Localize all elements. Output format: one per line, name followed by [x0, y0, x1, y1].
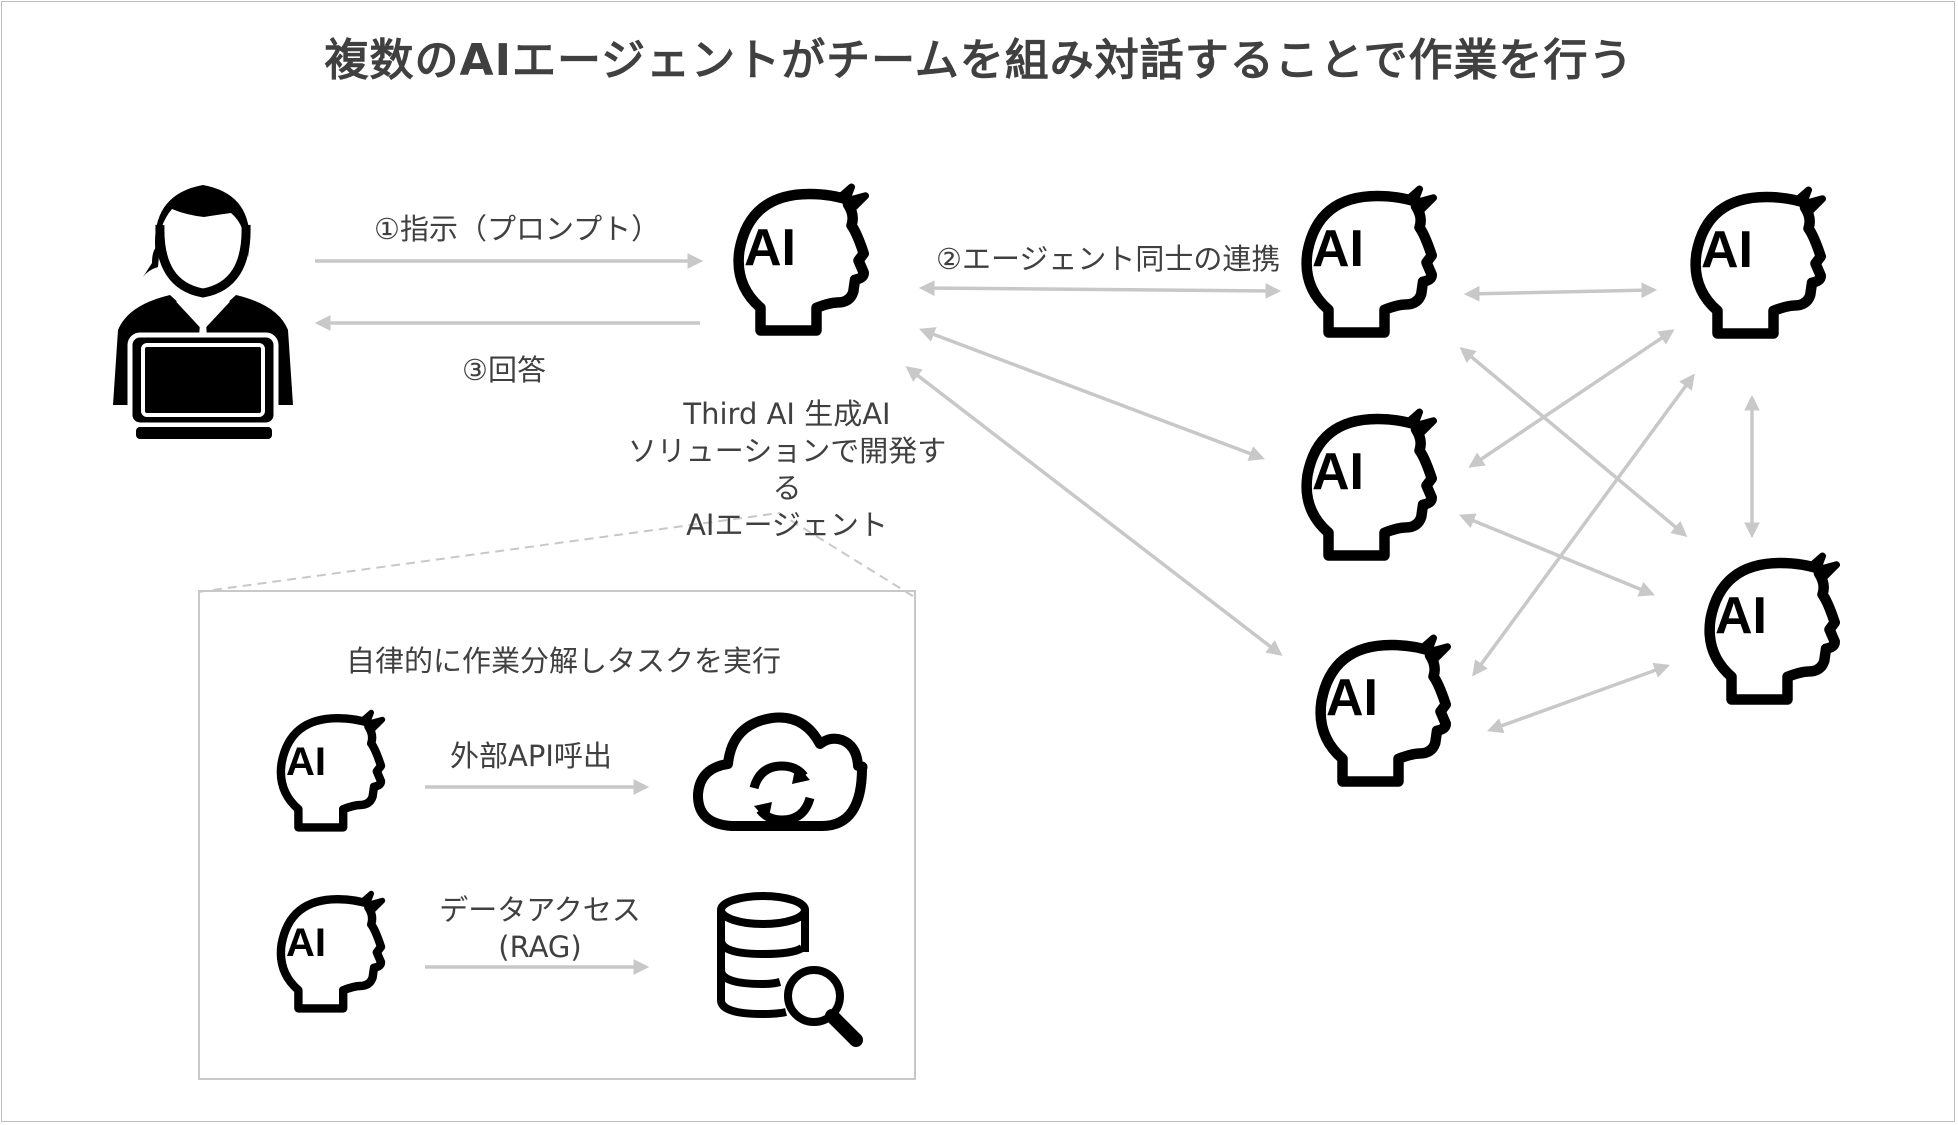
detail-heading: 自律的に作業分解しタスクを実行 — [346, 644, 782, 678]
arrows — [197, 253, 1760, 975]
answer-label: ③回答 — [462, 353, 546, 387]
ai-head-icon: AI — [1307, 412, 1434, 556]
ai-head-icon: AI — [1710, 556, 1837, 700]
api-call-label: 外部API呼出 — [450, 739, 612, 773]
collaboration-label: ②エージェント同士の連携 — [936, 242, 1281, 276]
svg-text:AI: AI — [1701, 221, 1753, 279]
svg-text:AI: AI — [286, 740, 326, 784]
svg-text:AI: AI — [1312, 443, 1364, 501]
data-access-line: (RAG) — [498, 930, 582, 964]
database-search-icon — [717, 892, 863, 1047]
description-line: ソリューションで開発する — [627, 434, 947, 505]
link-a3-a4 — [1472, 373, 1695, 677]
ai-head-icon: AI — [281, 894, 383, 1009]
description-line: AIエージェント — [686, 508, 888, 542]
svg-text:AI: AI — [744, 219, 796, 277]
link-a2-a5 — [1459, 513, 1655, 597]
ai-head-icon: AI — [1307, 189, 1434, 333]
svg-text:AI: AI — [286, 921, 326, 965]
ai-head-icon: AI — [281, 713, 383, 828]
description-line: Third AI 生成AI — [683, 397, 891, 431]
person-with-laptop-icon — [113, 185, 293, 439]
zoom-callout-line — [197, 511, 917, 599]
link-a1-a4 — [1463, 282, 1658, 302]
svg-text:AI: AI — [1326, 669, 1378, 727]
slide-title: 複数のAIエージェントがチームを組み対話することで作業を行う — [324, 35, 1634, 86]
main-agent-description: Third AI 生成AI ソリューションで開発する AIエージェント — [622, 396, 952, 544]
link-main-a2 — [919, 327, 1265, 461]
link-a1-a5 — [1459, 346, 1688, 538]
link-main-a1 — [918, 280, 1282, 299]
cloud-sync-icon — [693, 712, 868, 831]
ai-head-icon: AI — [1696, 190, 1823, 334]
data-access-label: データアクセス (RAG) — [420, 892, 660, 966]
instruction-label: ①指示（プロンプト） — [374, 212, 661, 246]
detail-panel — [198, 590, 916, 1080]
ai-head-icon: AI — [1321, 638, 1448, 782]
link-a3-a5 — [1487, 662, 1670, 734]
svg-text:AI: AI — [1715, 587, 1767, 645]
data-access-line: データアクセス — [439, 893, 641, 927]
ai-head-icon: AI — [739, 187, 866, 331]
svg-text:AI: AI — [1312, 220, 1364, 278]
link-main-a3 — [905, 366, 1283, 656]
